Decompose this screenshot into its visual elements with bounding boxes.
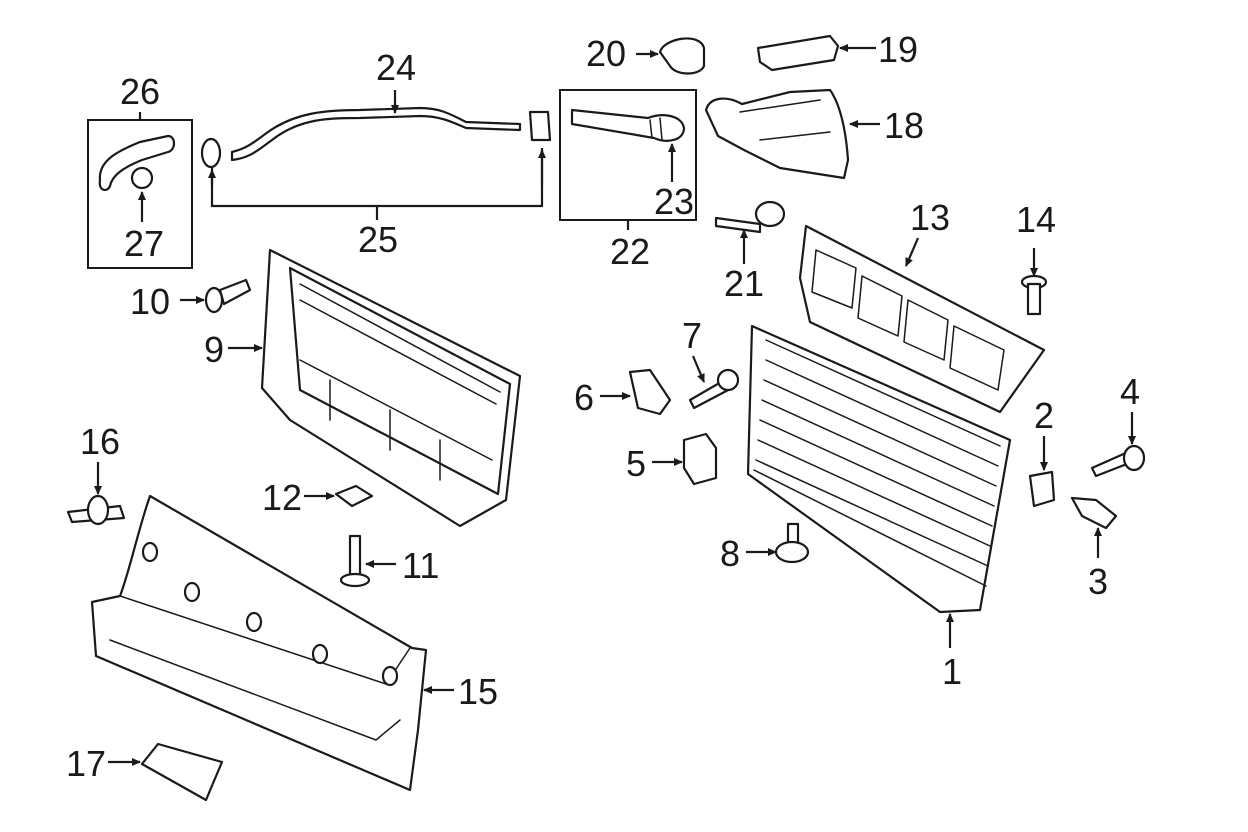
callout-2: 2 bbox=[1034, 395, 1054, 436]
callout-24: 24 bbox=[376, 47, 416, 88]
part-19-bracket bbox=[756, 34, 840, 72]
callout-10: 10 bbox=[130, 281, 170, 322]
part-11-bolt bbox=[339, 534, 371, 588]
part-5-block bbox=[682, 432, 718, 486]
callout-16: 16 bbox=[80, 421, 120, 462]
callout-1: 1 bbox=[942, 651, 962, 692]
callout-25: 25 bbox=[358, 219, 398, 260]
part-17-clip bbox=[140, 742, 224, 802]
callout-18: 18 bbox=[884, 105, 924, 146]
callout-15: 15 bbox=[458, 671, 498, 712]
callout-3: 3 bbox=[1088, 561, 1108, 602]
callout-17: 17 bbox=[66, 743, 106, 784]
part-13-support bbox=[798, 224, 1046, 414]
callout-20: 20 bbox=[586, 33, 626, 74]
part-6-bracket bbox=[628, 368, 672, 416]
callout-21: 21 bbox=[724, 263, 764, 304]
callout-5: 5 bbox=[626, 443, 646, 484]
part-18-reservoir bbox=[704, 88, 850, 180]
part-14-pin bbox=[1020, 274, 1048, 316]
part-1-radiator bbox=[746, 324, 1012, 614]
part-27-clamp bbox=[130, 166, 154, 190]
part-4-bolt bbox=[1090, 444, 1146, 478]
callout-13: 13 bbox=[910, 197, 950, 238]
part-10-pin bbox=[204, 278, 252, 314]
part-21-hose bbox=[714, 200, 786, 234]
callout-6: 6 bbox=[574, 377, 594, 418]
part-3-clip bbox=[1070, 496, 1118, 530]
part-9-shroud bbox=[260, 248, 522, 528]
callout-8: 8 bbox=[720, 533, 740, 574]
part-24-upper-hose bbox=[200, 106, 552, 169]
part-15-deflector bbox=[90, 494, 428, 792]
callout-19: 19 bbox=[878, 29, 918, 70]
callout-12: 12 bbox=[262, 477, 302, 518]
callout-11: 11 bbox=[402, 545, 439, 586]
callout-22: 22 bbox=[610, 231, 650, 272]
part-2-block bbox=[1028, 470, 1056, 508]
callout-14: 14 bbox=[1016, 199, 1056, 240]
callout-4: 4 bbox=[1120, 371, 1140, 412]
callout-26: 26 bbox=[120, 71, 160, 112]
part-25-bracket-line bbox=[210, 148, 544, 208]
callout-9: 9 bbox=[204, 329, 224, 370]
part-12-nut bbox=[334, 484, 374, 508]
part-7-bolt bbox=[688, 368, 740, 410]
part-20-cap bbox=[658, 37, 706, 75]
part-16-pin bbox=[66, 494, 126, 526]
callout-27: 27 bbox=[124, 223, 164, 264]
part-8-bolt bbox=[774, 522, 810, 564]
callout-7: 7 bbox=[682, 315, 702, 356]
callout-23: 23 bbox=[654, 181, 694, 222]
